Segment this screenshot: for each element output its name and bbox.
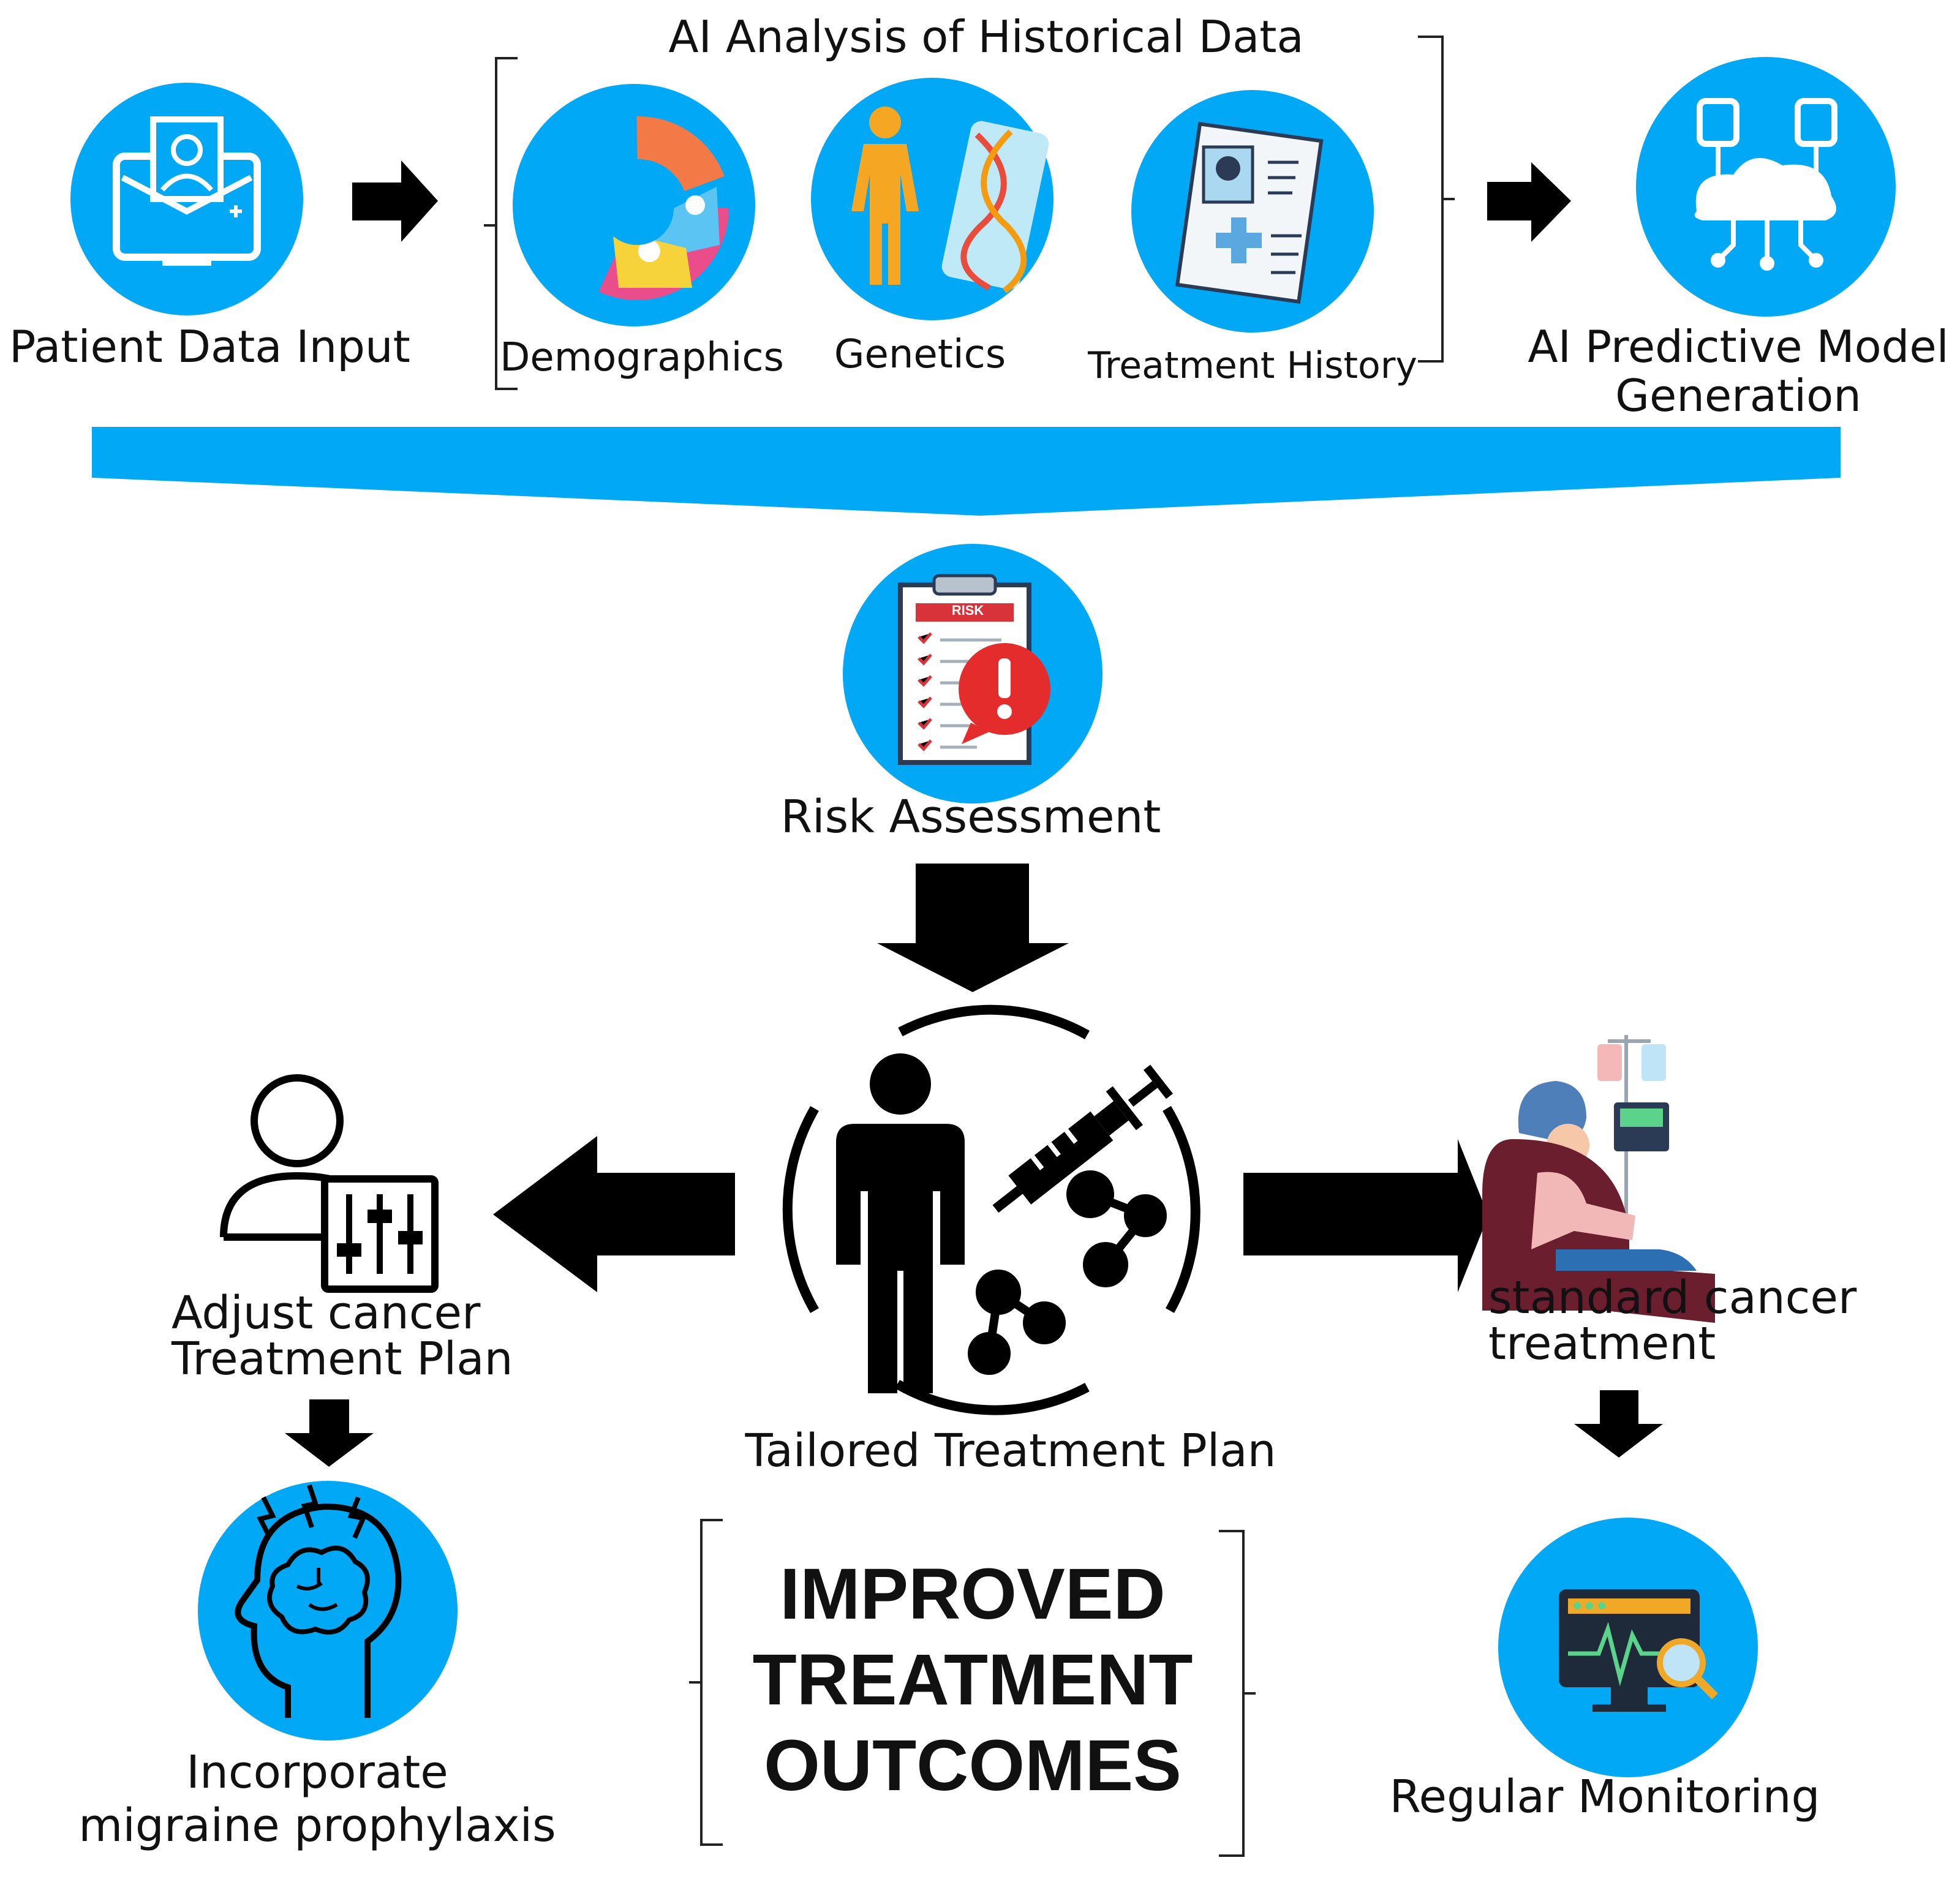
monitoring-label: Regular Monitoring [1389,1771,1820,1823]
patient-syringe-icon [782,1004,1200,1415]
pie-chart-demographics-icon [513,84,755,326]
demographics-label: Demographics [500,335,784,380]
arrow-right-3 [1243,1139,1488,1292]
adjust-plan-label-1: Adjust cancer [172,1287,481,1339]
risk-badge: RISK [951,603,984,618]
user-settings-icon [220,1074,439,1293]
arrow-down-left [285,1399,374,1467]
predictive-model-label-2: Generation [1615,370,1861,421]
medical-record-icon [1131,90,1374,333]
outcome-line-1: IMPROVED [780,1554,1166,1635]
outcome-line-3: OUTCOMES [764,1725,1182,1806]
arrow-down-risk [877,864,1069,992]
standard-treatment-label-2: treatment [1488,1317,1716,1370]
patient-input-label: Patient Data Input [9,321,410,372]
migraine-label-1: Incorporate [186,1746,448,1799]
risk-clipboard-icon [843,544,1102,804]
outcome-line-2: TREATMENT [752,1639,1193,1720]
genetics-label: Genetics [834,332,1006,377]
brain-headache-icon [198,1481,458,1741]
risk-assessment-label: Risk Assessment [780,791,1161,843]
analysis-bracket [484,36,1455,390]
dna-body-icon [811,78,1054,320]
arrow-right-2 [1487,162,1571,242]
outcome-bracket [689,1519,1256,1857]
arrow-down-right [1574,1390,1663,1458]
cloud-network-icon [1636,57,1896,317]
computer-patient-icon [70,83,303,315]
analysis-title: AI Analysis of Historical Data [668,11,1304,62]
tailored-plan-label: Tailored Treatment Plan [745,1425,1276,1477]
adjust-plan-label-2: Treatment Plan [172,1333,513,1385]
predictive-model-label-1: AI Predictive Model [1528,321,1949,372]
standard-treatment-label-1: standard cancer [1488,1271,1857,1324]
funnel-band [92,427,1841,516]
arrow-left [493,1136,735,1292]
treatment-history-label: Treatment History [1088,344,1417,387]
arrow-right-1 [352,160,438,242]
chemotherapy-patient-icon [1482,1035,1715,1323]
migraine-label-2: migraine prophylaxis [78,1799,556,1852]
monitor-magnifier-icon [1498,1518,1758,1777]
